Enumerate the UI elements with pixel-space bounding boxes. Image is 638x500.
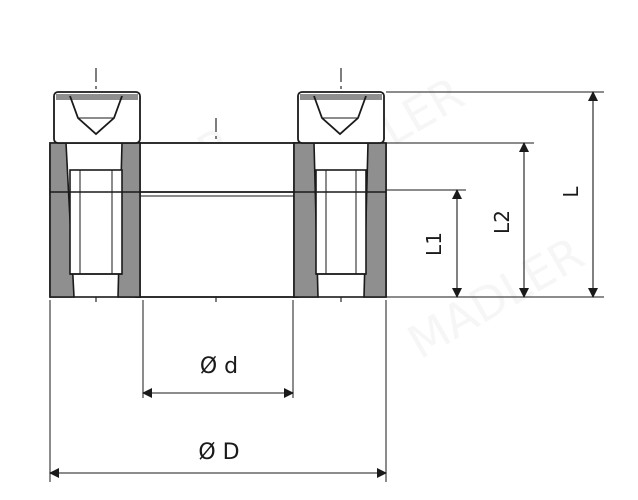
extension-lines — [49, 91, 604, 482]
left-ring-section — [49, 142, 141, 298]
left-screw-head — [53, 91, 141, 144]
outer-diameter-label: Ø D — [198, 440, 239, 465]
right-outer-wedge — [363, 142, 387, 298]
right-ring-section — [293, 142, 387, 298]
clamping-element-body — [135, 142, 299, 298]
length-L1-label: L1 — [422, 232, 446, 256]
right-hex-socket — [313, 95, 367, 136]
left-head-shade — [56, 94, 138, 100]
dimension-lines — [49, 91, 598, 478]
right-bolt-shank — [315, 169, 367, 275]
left-bolt-shank — [69, 169, 123, 275]
length-L2-label: L2 — [490, 210, 514, 234]
right-head-shade — [300, 94, 382, 100]
length-L-label: L — [559, 186, 583, 198]
inner-diameter-label: Ø d — [200, 354, 238, 379]
left-hex-socket — [69, 95, 123, 136]
right-inner-wedge — [293, 142, 319, 298]
right-screw-head — [297, 91, 385, 144]
inner-sleeve — [135, 142, 299, 298]
